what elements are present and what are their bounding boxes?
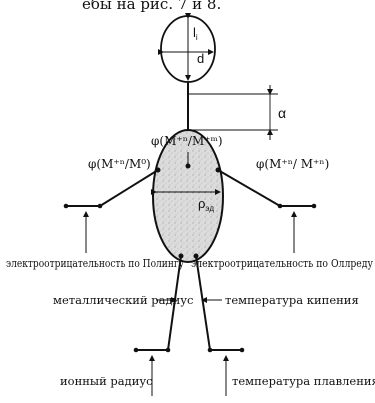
alpha-label: α <box>278 105 286 121</box>
head-label-l-main: l <box>193 25 196 40</box>
body-center-dot <box>185 163 191 169</box>
left-phi-label: φ(M⁺ⁿ/M⁰) <box>88 157 151 171</box>
phi-center-label: φ(M⁺ⁿ/M⁺ᵐ) <box>151 134 223 148</box>
right-arm: φ(M⁺ⁿ/ M⁺ⁿ) <box>217 157 329 253</box>
rho-label-sub: эд <box>205 204 214 213</box>
header-fragment: ебы на рис. 7 и 8. <box>82 0 221 13</box>
left-arm: φ(M⁺ⁿ/M⁰) <box>63 157 159 253</box>
label-electroneg-allred: электроотрицательность по Оллреду <box>191 256 373 270</box>
left-leg <box>133 255 182 396</box>
head-label-l-sub: i <box>196 33 198 42</box>
label-ionic-radius: ионный радиус <box>60 374 153 388</box>
head: li d <box>158 13 216 83</box>
head-label-l: li <box>193 25 198 42</box>
right-phi-label: φ(M⁺ⁿ/ M⁺ⁿ) <box>256 157 329 171</box>
label-boiling-temp: температура кипения <box>225 293 359 307</box>
label-metallic-radius: металлический радиус <box>53 293 193 307</box>
body: φ(M⁺ⁿ/M⁺ᵐ) ρэд <box>151 129 224 263</box>
alpha-dimension: α <box>188 85 286 140</box>
body-ellipse <box>152 129 224 263</box>
rho-label-main: ρ <box>198 196 205 211</box>
rho-label: ρэд <box>198 196 214 213</box>
label-electroneg-pauling: электроотрицательность по Полингу <box>6 256 184 270</box>
right-leg <box>195 255 245 396</box>
head-label-d: d <box>197 51 204 66</box>
label-melting-temp: температура плавления <box>232 374 375 388</box>
